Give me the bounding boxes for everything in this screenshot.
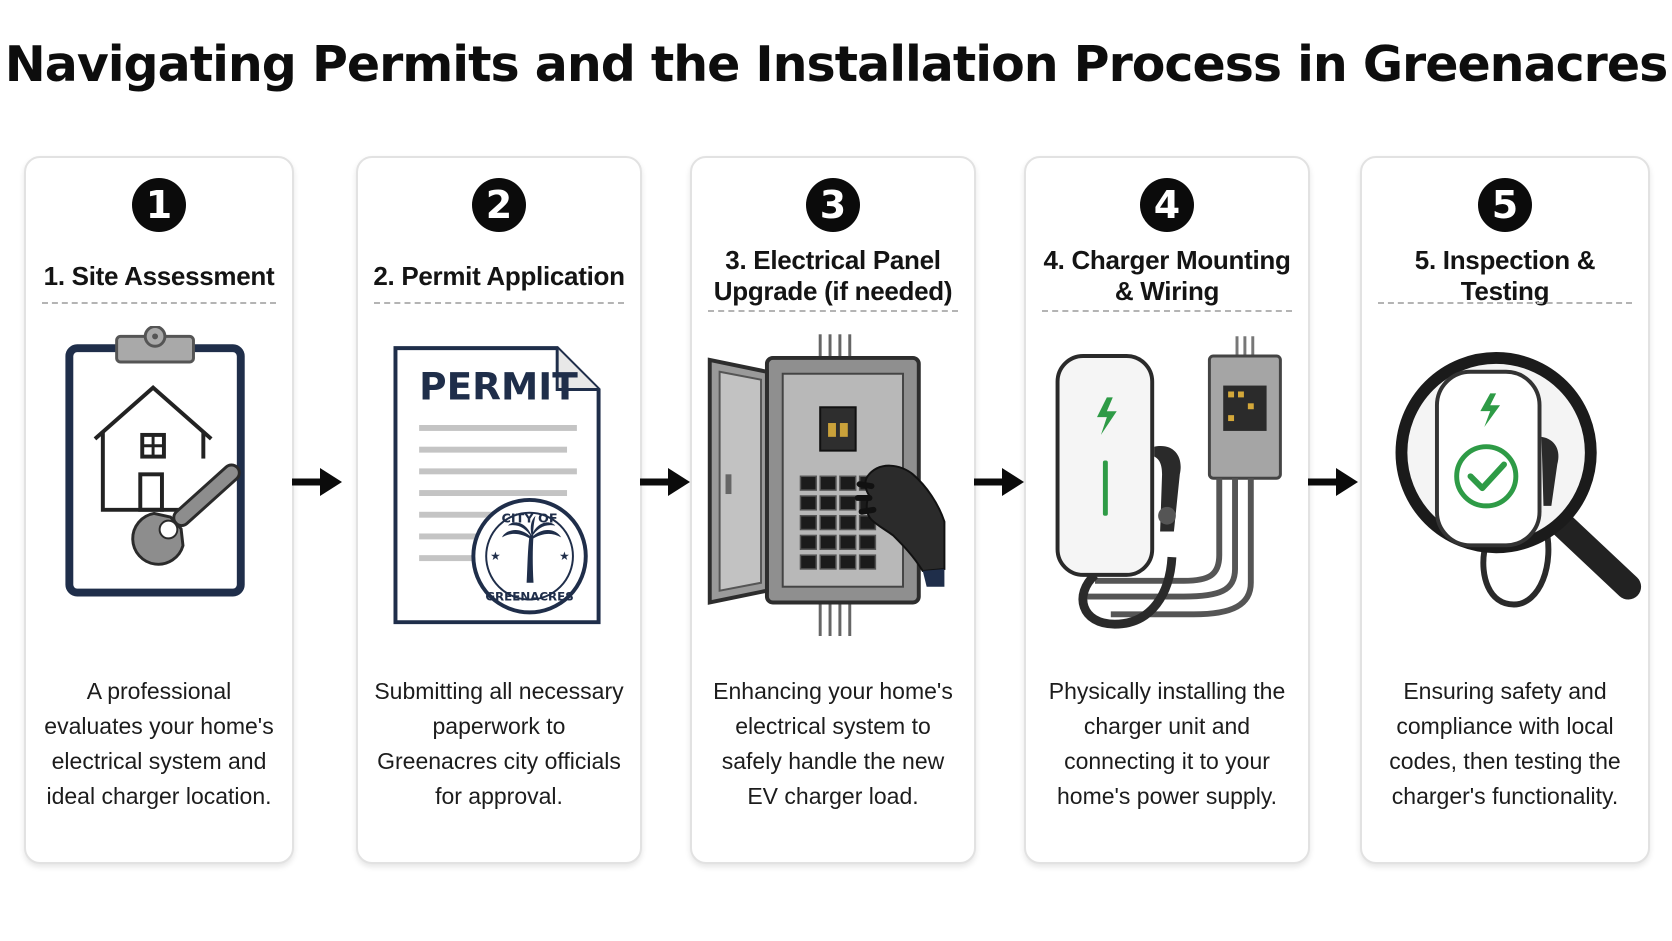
step-card-1: 1 1. Site Assessment A professional eval… xyxy=(24,156,294,864)
arrow-right-icon xyxy=(1308,468,1358,496)
step-card-5: 5 5. Inspection & Testing Ensuring safet… xyxy=(1360,156,1650,864)
gloved-hand-icon xyxy=(854,464,946,587)
magnifier-check-icon xyxy=(1395,352,1642,608)
step-description: Physically installing the charger unit a… xyxy=(1048,678,1286,809)
permit-document-icon: PERMIT CITY OF GREENACRES ★ ★ xyxy=(393,346,601,625)
step-description: Ensuring safety and compliance with loca… xyxy=(1389,678,1621,809)
step-card-3: 3 3. Electrical Panel Upgrade (if needed… xyxy=(690,156,976,864)
permit-heading: PERMIT xyxy=(419,364,578,408)
arrow-right-icon xyxy=(974,468,1024,496)
page-title: Navigating Permits and the Installation … xyxy=(4,36,1669,93)
step-description: Submitting all necessary paperwork to Gr… xyxy=(374,678,624,809)
ev-charger-icon xyxy=(1055,336,1282,629)
divider xyxy=(1042,310,1292,312)
step-description: Enhancing your home's electrical system … xyxy=(713,678,953,809)
step-number-badge: 3 xyxy=(806,178,860,232)
step-title: 5. Inspection & Testing xyxy=(1414,245,1596,306)
arrow-right-icon xyxy=(292,468,342,496)
step-title: 4. Charger Mounting & Wiring xyxy=(1043,245,1291,306)
palm-tree-icon xyxy=(501,515,562,583)
divider xyxy=(374,302,624,304)
step-card-2: 2 2. Permit Application PERMIT CITY OF G… xyxy=(356,156,642,864)
svg-text:★: ★ xyxy=(559,549,570,563)
clipboard-house-wrench-icon xyxy=(65,326,245,597)
step-card-4: 4 4. Charger Mounting & Wiring Physicall… xyxy=(1024,156,1310,864)
electrical-panel-icon xyxy=(707,334,946,637)
divider xyxy=(42,302,276,304)
step-title: 1. Site Assessment xyxy=(43,260,275,291)
divider xyxy=(1378,302,1632,304)
step-number-badge: 2 xyxy=(472,178,526,232)
step-description: A professional evaluates your home's ele… xyxy=(44,678,274,809)
step-number-badge: 5 xyxy=(1478,178,1532,232)
step-title: 3. Electrical Panel Upgrade (if needed) xyxy=(713,245,953,306)
step-title: 2. Permit Application xyxy=(373,260,625,291)
svg-text:★: ★ xyxy=(490,549,501,563)
arrow-right-icon xyxy=(640,468,690,496)
step-number-badge: 4 xyxy=(1140,178,1194,232)
step-number-badge: 1 xyxy=(132,178,186,232)
divider xyxy=(708,310,958,312)
seal-text-bottom: GREENACRES xyxy=(485,590,573,604)
